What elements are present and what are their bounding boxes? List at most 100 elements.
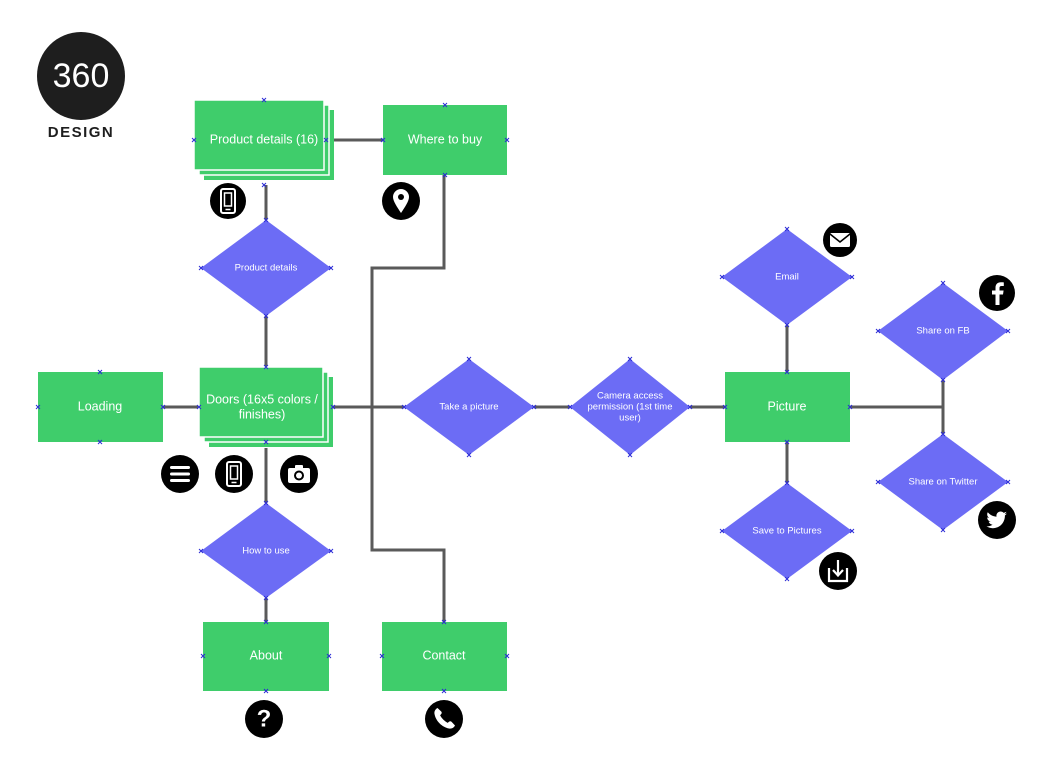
connection-point-marker — [191, 137, 197, 143]
stack-layer-1 — [193, 99, 325, 171]
connection-point-marker — [323, 137, 329, 143]
connection-point-marker — [379, 653, 385, 659]
connection-point-marker — [441, 619, 447, 625]
connection-point-marker — [263, 364, 269, 370]
node-label-line-2: finishes) — [239, 407, 286, 421]
node-about[interactable]: About — [203, 622, 329, 691]
node-contact[interactable]: Contact — [382, 622, 507, 691]
node-camera-access[interactable]: Camera access permission (1st time user) — [570, 359, 690, 455]
node-label: Save to Pictures — [752, 526, 821, 537]
node-label: Contact — [422, 648, 466, 662]
node-label: Product details — [235, 263, 298, 274]
node-picture[interactable]: Picture — [725, 372, 850, 442]
node-label: About — [250, 648, 283, 662]
node-how-to-use[interactable]: How to use — [201, 503, 331, 598]
connectors — [163, 138, 945, 622]
logo: 360 DESIGN — [37, 32, 125, 141]
phone-device-icon — [215, 455, 253, 493]
connector-picture-to-share — [850, 380, 945, 434]
node-label-line-1: Doors (16x5 colors / — [206, 392, 318, 406]
logo-word: DESIGN — [48, 124, 115, 141]
node-where-to-buy[interactable]: Where to buy — [383, 105, 507, 175]
connection-point-marker — [627, 452, 633, 458]
node-label: Picture — [768, 399, 807, 413]
connection-point-marker — [401, 404, 407, 410]
connection-point-marker — [940, 527, 946, 533]
download-icon — [819, 552, 857, 590]
node-product-details-16[interactable]: Product details (16) — [193, 99, 334, 180]
connection-point-marker — [784, 322, 790, 328]
help-icon: ? — [245, 700, 283, 738]
node-share-fb[interactable]: Share on FB — [878, 283, 1008, 380]
connection-point-marker — [567, 404, 573, 410]
connection-point-marker — [380, 137, 386, 143]
node-label-line-1: Camera access — [597, 391, 663, 402]
node-label: Loading — [78, 399, 123, 413]
connection-point-marker — [504, 137, 510, 143]
node-doors[interactable]: Doors (16x5 colors / finishes) — [198, 366, 333, 447]
connection-point-marker — [1005, 328, 1011, 334]
connection-point-marker — [849, 274, 855, 280]
node-loading[interactable]: Loading — [38, 372, 163, 442]
connection-point-marker — [1005, 479, 1011, 485]
twitter-icon — [978, 501, 1016, 539]
connection-point-marker — [330, 404, 336, 410]
facebook-icon — [979, 275, 1015, 311]
node-share-twitter[interactable]: Share on Twitter — [878, 434, 1008, 530]
node-label: How to use — [242, 546, 290, 557]
connection-point-marker — [441, 688, 447, 694]
connection-point-marker — [261, 97, 267, 103]
logo-badge — [37, 32, 125, 120]
connection-point-marker — [198, 265, 204, 271]
node-label: Take a picture — [439, 402, 498, 413]
phone-call-icon — [425, 700, 463, 738]
svg-text:?: ? — [257, 705, 272, 732]
connection-point-marker — [719, 274, 725, 280]
connection-point-marker — [687, 404, 693, 410]
connection-point-marker — [261, 182, 267, 188]
connection-point-marker — [875, 328, 881, 334]
node-label: Share on Twitter — [908, 477, 977, 488]
node-save-pictures[interactable]: Save to Pictures — [722, 483, 852, 579]
connection-point-marker — [940, 377, 946, 383]
node-email[interactable]: Email — [722, 229, 852, 325]
logo-number: 360 — [53, 57, 110, 95]
location-pin-icon — [382, 182, 420, 220]
node-take-picture[interactable]: Take a picture — [404, 359, 534, 455]
connection-point-marker — [97, 369, 103, 375]
node-product-details-diamond[interactable]: Product details — [201, 220, 331, 316]
connection-point-marker — [326, 653, 332, 659]
connection-point-marker — [196, 404, 202, 410]
connection-point-marker — [466, 452, 472, 458]
camera-icon — [280, 455, 318, 493]
connection-point-marker — [198, 548, 204, 554]
node-label: Product details (16) — [210, 132, 318, 146]
connection-point-marker — [784, 369, 790, 375]
connection-point-marker — [875, 479, 881, 485]
connection-point-markers — [35, 97, 1011, 694]
connection-point-marker — [504, 653, 510, 659]
connection-point-marker — [263, 439, 269, 445]
connection-point-marker — [263, 595, 269, 601]
connection-point-marker — [719, 528, 725, 534]
connection-point-marker — [531, 404, 537, 410]
connection-point-marker — [97, 439, 103, 445]
node-label-line-3: user) — [619, 413, 641, 424]
connection-point-marker — [784, 576, 790, 582]
connection-point-marker — [849, 528, 855, 534]
connection-point-marker — [784, 226, 790, 232]
connection-point-marker — [328, 548, 334, 554]
connection-point-marker — [442, 172, 448, 178]
connection-point-marker — [35, 404, 41, 410]
connection-point-marker — [200, 653, 206, 659]
node-label: Share on FB — [916, 326, 969, 337]
connection-point-marker — [328, 265, 334, 271]
connection-point-marker — [847, 404, 853, 410]
connection-point-marker — [160, 404, 166, 410]
connection-point-marker — [263, 313, 269, 319]
connection-point-marker — [263, 500, 269, 506]
connection-point-marker — [784, 439, 790, 445]
node-label-line-2: permission (1st time — [588, 402, 673, 413]
connection-point-marker — [784, 480, 790, 486]
